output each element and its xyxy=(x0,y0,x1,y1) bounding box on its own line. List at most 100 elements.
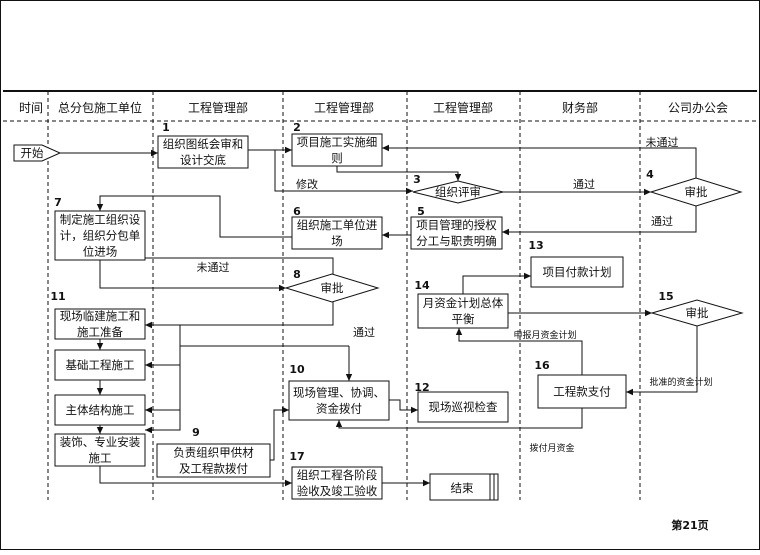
node-8-approval-label: 审批 xyxy=(321,281,344,295)
edge-4-to-5 xyxy=(502,206,697,236)
start-terminal xyxy=(13,144,62,162)
node-3-organize-review-label: 组织评审 xyxy=(435,185,481,199)
node-16-project-payment-label: 工程款支付 xyxy=(553,385,611,399)
node-16-project-payment-number: 16 xyxy=(534,359,550,372)
node-11-temporary-works-label: 现场临建施工和 xyxy=(60,309,141,323)
edge-label-passed: 通过 xyxy=(353,326,375,339)
node-finishing-works-label: 施工 xyxy=(89,451,112,465)
lane-header: 工程管理部 xyxy=(314,100,374,115)
edge-label-passed: 通过 xyxy=(651,215,673,228)
node-9-supply-payment xyxy=(156,443,271,478)
edge-label-revise: 修改 xyxy=(296,177,318,191)
edge-bus-to-finishing xyxy=(145,325,181,434)
node-1-drawing-review-number: 1 xyxy=(162,121,170,134)
node-10-site-management-number: 10 xyxy=(289,363,305,376)
node-4-approval-label: 审批 xyxy=(685,185,708,199)
node-1-drawing-review-label: 设计交底 xyxy=(180,153,226,167)
edge-14-to-13 xyxy=(462,272,531,294)
start-label: 开始 xyxy=(21,146,44,160)
lane-header: 财务部 xyxy=(562,100,598,115)
edge-label-monthly-fund-payout: 拨付月资金 xyxy=(529,442,574,454)
node-7-construction-design xyxy=(54,210,146,261)
node-6-contractor-entry-number: 6 xyxy=(293,205,301,218)
node-17-acceptance xyxy=(291,466,383,500)
node-11-temporary-works-label: 施工准备 xyxy=(77,325,123,339)
node-1-drawing-review xyxy=(157,135,249,169)
edge-label-rejected: 未通过 xyxy=(646,136,679,149)
node-4-approval-number: 4 xyxy=(646,168,654,181)
node-14-monthly-fund-balance-number: 14 xyxy=(414,279,430,292)
edge-16-to-10 xyxy=(335,408,583,429)
node-15-approval-number: 15 xyxy=(658,290,673,303)
node-6-contractor-entry xyxy=(291,216,383,250)
node-5-authorization-number: 5 xyxy=(417,205,425,218)
edge-label-monthly-fund-request: 申报月资金计划 xyxy=(513,329,576,341)
node-10-site-management-label: 资金拨付 xyxy=(316,402,362,416)
node-7-construction-design-number: 7 xyxy=(54,196,62,209)
lane-header: 时间 xyxy=(19,101,43,115)
edge-8-reject-to-7 xyxy=(145,257,334,274)
node-structure-works-label: 主体结构施工 xyxy=(66,403,135,417)
node-5-authorization-label: 分工与职责明确 xyxy=(416,234,497,248)
lane-header: 工程管理部 xyxy=(433,100,493,115)
node-7-construction-design-label: 计，组织分包单 xyxy=(60,229,141,243)
node-6-contractor-entry-label: 组织施工单位进 xyxy=(297,218,378,232)
edge-label-approved-fund-plan: 批准的资金计划 xyxy=(649,376,712,388)
node-8-approval-number: 8 xyxy=(293,268,301,281)
edge-10-to-12 xyxy=(389,399,418,414)
lane-header: 公司办公会 xyxy=(668,100,728,115)
node-9-supply-payment-number: 9 xyxy=(192,426,200,439)
node-12-site-inspection-number: 12 xyxy=(414,381,429,394)
node-17-acceptance-label: 组织工程各阶段 xyxy=(297,468,378,482)
node-15-approval-label: 审批 xyxy=(686,306,709,320)
node-13-payment-plan xyxy=(530,256,624,288)
edge-15-to-16 xyxy=(626,326,698,396)
edge-16-to-14 xyxy=(455,328,583,375)
edge-label-rejected: 未通过 xyxy=(197,261,230,274)
end-label: 结束 xyxy=(451,481,474,495)
node-14-monthly-fund-balance-label: 平衡 xyxy=(452,312,475,326)
node-6-contractor-entry-label: 场 xyxy=(331,234,343,248)
edge-1-to-3 xyxy=(270,149,413,195)
node-3-organize-review-number: 3 xyxy=(413,173,421,186)
edge-6-to-7 xyxy=(96,195,292,238)
node-17-acceptance-label: 验收及竣工验收 xyxy=(297,484,378,498)
node-14-monthly-fund-balance xyxy=(417,293,509,329)
node-17-acceptance-number: 17 xyxy=(289,450,304,463)
node-11-temporary-works-number: 11 xyxy=(50,290,65,303)
node-foundation-works-label: 基础工程施工 xyxy=(66,358,135,372)
node-finishing-works xyxy=(54,433,146,467)
edge-4-reject-to-2 xyxy=(382,144,697,178)
node-8-approval xyxy=(284,273,380,303)
node-2-implementation-rules-label: 则 xyxy=(331,151,343,165)
node-13-payment-plan-label: 项目付款计划 xyxy=(543,265,612,279)
node-finishing-works-label: 装饰、专业安装 xyxy=(60,435,141,449)
node-14-monthly-fund-balance-label: 月资金计划总体 xyxy=(423,296,504,310)
node-7-construction-design-label: 制定施工组织设 xyxy=(60,213,141,227)
node-1-drawing-review-label: 组织图纸会审和 xyxy=(163,137,244,151)
node-13-payment-plan-number: 13 xyxy=(528,239,543,252)
edge-9-to-10 xyxy=(270,406,289,461)
edge-8-to-11 xyxy=(145,302,334,329)
page-number: 第21页 xyxy=(671,518,708,532)
node-10-site-management-label: 现场管理、协调、 xyxy=(293,386,385,400)
node-9-supply-payment-label: 负责组织甲供材 xyxy=(173,446,254,460)
node-7-construction-design-label: 位进场 xyxy=(83,245,118,259)
node-12-site-inspection-label: 现场巡视检查 xyxy=(429,400,498,414)
node-2-implementation-rules-label: 项目施工实施细 xyxy=(297,135,378,149)
node-4-approval xyxy=(649,177,743,207)
node-9-supply-payment-label: 及工程款拨付 xyxy=(179,462,248,476)
node-15-approval xyxy=(650,299,744,327)
lane-header: 工程管理部 xyxy=(188,100,248,115)
node-12-site-inspection xyxy=(417,391,509,423)
node-5-authorization-label: 项目管理的授权 xyxy=(416,218,497,232)
edge-2-to-3 xyxy=(336,166,462,181)
node-5-authorization xyxy=(410,216,503,250)
node-2-implementation-rules-number: 2 xyxy=(293,121,301,134)
edge-7-to-8 xyxy=(99,260,286,292)
end-terminal xyxy=(429,473,499,501)
lane-header: 总分包施工单位 xyxy=(58,100,142,115)
